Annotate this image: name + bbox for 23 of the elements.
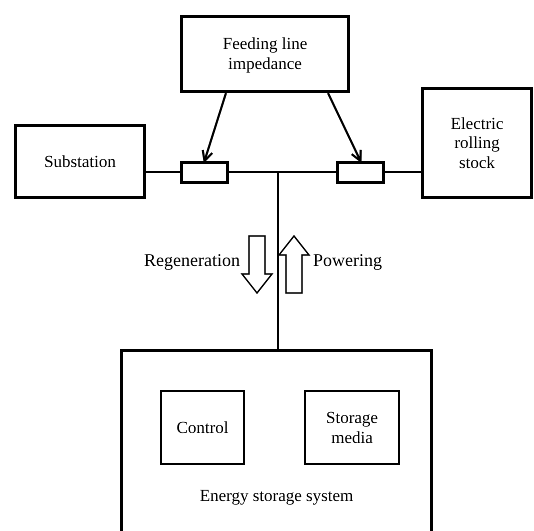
arrow — [202, 92, 228, 162]
component-box — [160, 390, 245, 465]
block-box — [421, 87, 533, 199]
wire — [146, 171, 180, 173]
box-label: Feeding line impedance — [222, 34, 308, 74]
wire — [385, 171, 421, 173]
arrow — [327, 92, 362, 162]
wire — [277, 172, 279, 349]
flow-label: Powering — [313, 250, 382, 271]
block-box — [180, 15, 350, 93]
flow-label: Regeneration — [144, 250, 240, 271]
block-box — [14, 124, 146, 199]
box-label: Control — [176, 418, 228, 438]
impedance-symbol — [336, 161, 385, 184]
box-label: Energy storage system — [200, 486, 354, 506]
wire — [278, 171, 336, 173]
box-label: Substation — [44, 152, 116, 172]
component-box — [304, 390, 400, 465]
block-box — [120, 349, 433, 531]
box-label: Electric rolling stock — [450, 114, 504, 172]
impedance-symbol — [180, 161, 229, 184]
wire — [229, 171, 278, 173]
box-label: Storage media — [325, 408, 379, 448]
